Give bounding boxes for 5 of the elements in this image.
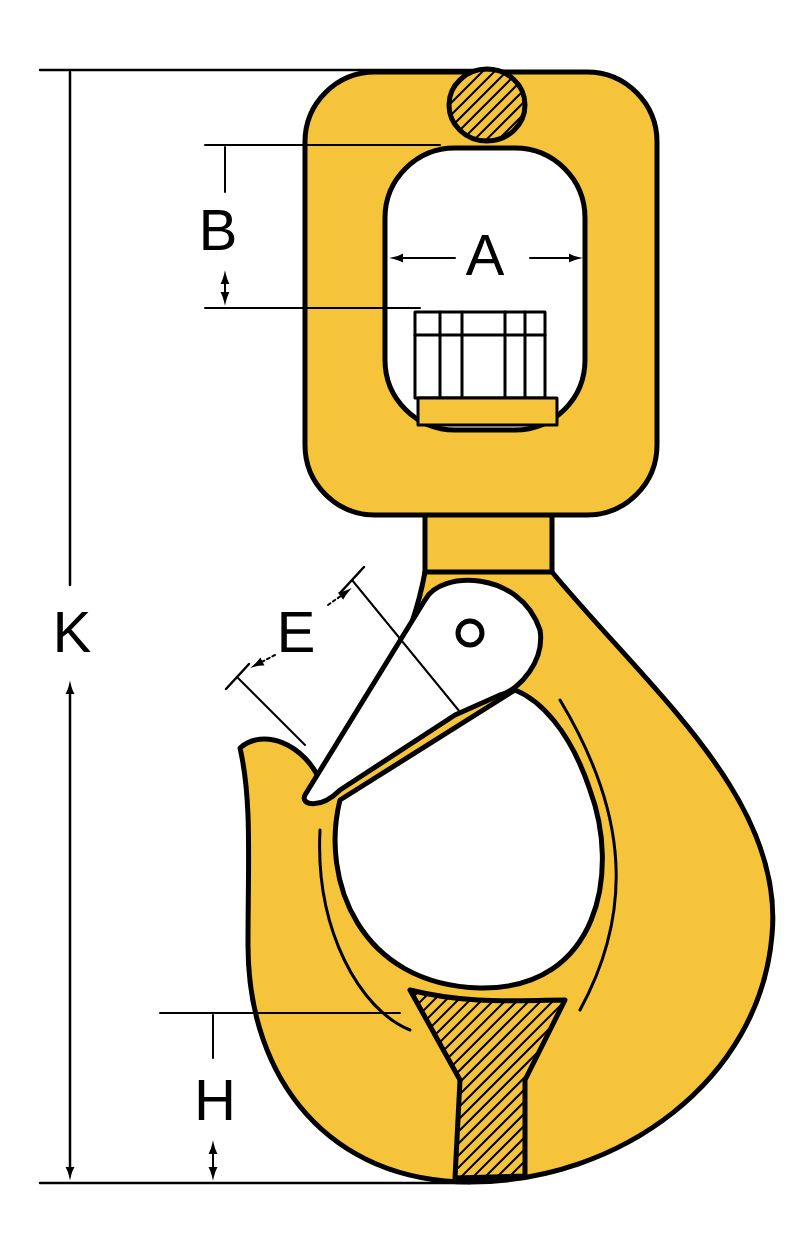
dimension-label: B — [203, 210, 235, 250]
dimension-label: E — [281, 612, 313, 652]
dimension-label: K — [57, 612, 91, 652]
dimension-label: A — [465, 235, 505, 275]
dimension-label: H — [198, 1080, 232, 1120]
